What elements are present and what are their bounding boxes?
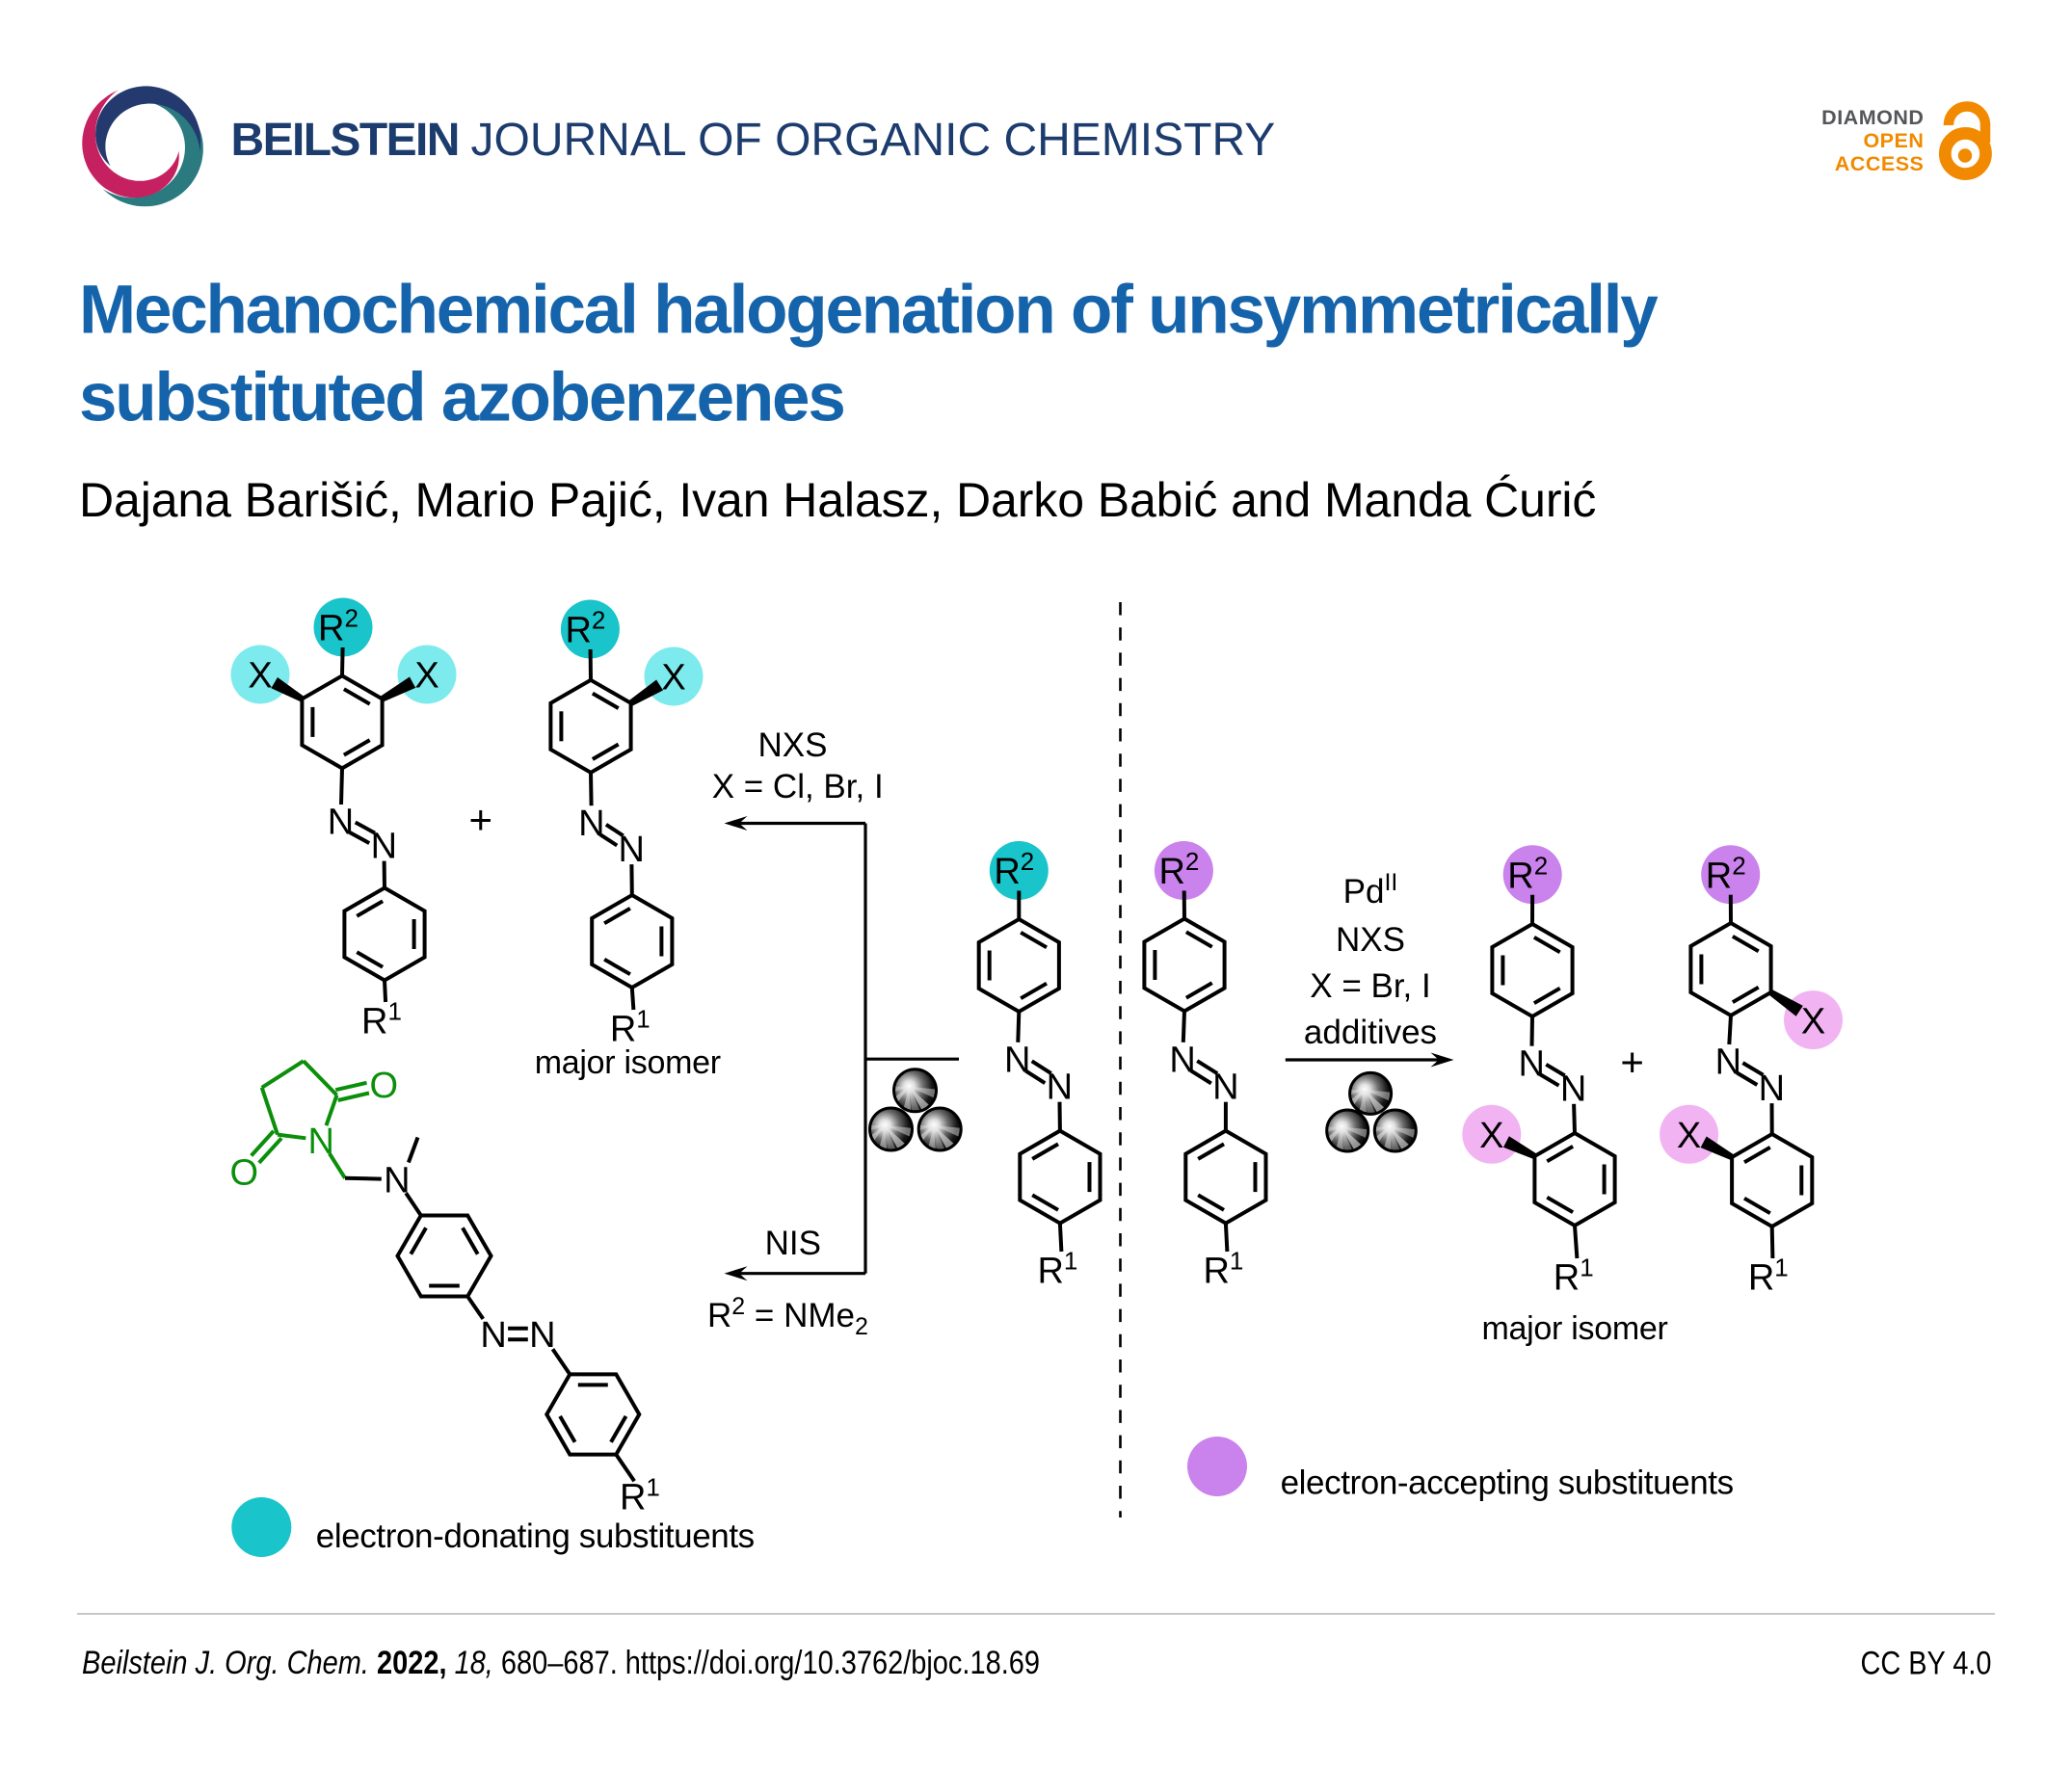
- svg-text:R2: R2: [565, 606, 605, 651]
- svg-text:X: X: [414, 656, 438, 697]
- svg-text:N: N: [1759, 1069, 1785, 1109]
- svg-text:+: +: [469, 797, 493, 842]
- svg-text:X: X: [661, 658, 685, 699]
- svg-text:CC BY 4.0: CC BY 4.0: [1861, 1646, 1992, 1682]
- svg-text:Beilstein J. Org. Chem.: Beilstein J. Org. Chem.: [82, 1645, 377, 1681]
- svg-text:electron-donating substituents: electron-donating substituents: [316, 1517, 755, 1555]
- svg-text:BEILSTEIN: BEILSTEIN: [231, 115, 459, 166]
- svg-text:X: X: [1677, 1116, 1701, 1156]
- svg-text:OPEN: OPEN: [1863, 129, 1924, 152]
- svg-text:NIS: NIS: [765, 1225, 821, 1262]
- svg-text:N: N: [1715, 1042, 1741, 1083]
- svg-text:major isomer: major isomer: [1481, 1310, 1667, 1347]
- svg-text:N: N: [1047, 1067, 1073, 1107]
- svg-text:N: N: [1518, 1043, 1544, 1084]
- svg-text:R2: R2: [1507, 851, 1548, 896]
- svg-text:R2: R2: [1706, 851, 1746, 896]
- svg-text:substituted azobenzenes: substituted azobenzenes: [79, 360, 844, 436]
- svg-text:ACCESS: ACCESS: [1835, 152, 1925, 175]
- svg-text:additives: additives: [1304, 1014, 1437, 1051]
- svg-text:N: N: [1004, 1041, 1030, 1081]
- svg-text:DIAMOND: DIAMOND: [1821, 106, 1924, 129]
- svg-text:N: N: [371, 826, 397, 866]
- svg-text:NXS: NXS: [1336, 921, 1405, 959]
- svg-text:R2: R2: [1158, 847, 1199, 892]
- svg-text:electron-accepting substituent: electron-accepting substituents: [1281, 1465, 1734, 1502]
- svg-text:X: X: [248, 656, 272, 697]
- svg-text:R2 = NMe2: R2 = NMe2: [707, 1293, 868, 1340]
- svg-text:X = Cl, Br, I: X = Cl, Br, I: [712, 768, 884, 805]
- svg-text:Dajana Barišić, Mario Pajić, I: Dajana Barišić, Mario Pajić, Ivan Halasz…: [79, 473, 1596, 527]
- svg-text:N: N: [1169, 1041, 1195, 1081]
- svg-text:N: N: [480, 1315, 506, 1356]
- svg-text:major isomer: major isomer: [535, 1044, 721, 1081]
- svg-text:+: +: [1620, 1040, 1644, 1085]
- svg-text:X: X: [1801, 1001, 1825, 1042]
- svg-text:O: O: [370, 1066, 399, 1106]
- svg-text:N: N: [529, 1315, 555, 1356]
- svg-text:680–687. https://doi.org/10.37: 680–687. https://doi.org/10.3762/bjoc.18…: [501, 1645, 1040, 1681]
- svg-text:N: N: [578, 804, 604, 844]
- svg-text:Mechanochemical halogenation o: Mechanochemical halogenation of unsymmet…: [79, 273, 1659, 349]
- svg-text:X = Br, I: X = Br, I: [1310, 967, 1430, 1005]
- svg-text:JOURNAL OF ORGANIC CHEMISTRY: JOURNAL OF ORGANIC CHEMISTRY: [471, 115, 1276, 166]
- svg-text:R1: R1: [1748, 1253, 1789, 1299]
- svg-text:R1: R1: [610, 1005, 651, 1050]
- svg-text:N: N: [1560, 1069, 1586, 1110]
- svg-text:X: X: [1479, 1116, 1503, 1156]
- svg-text:O: O: [230, 1153, 259, 1194]
- svg-text:2022,: 2022,: [377, 1645, 455, 1681]
- svg-text:N: N: [328, 803, 354, 843]
- svg-text:N: N: [618, 830, 644, 870]
- svg-text:NXS: NXS: [758, 726, 828, 764]
- svg-text:18,: 18,: [455, 1645, 501, 1681]
- svg-text:N: N: [1212, 1067, 1238, 1107]
